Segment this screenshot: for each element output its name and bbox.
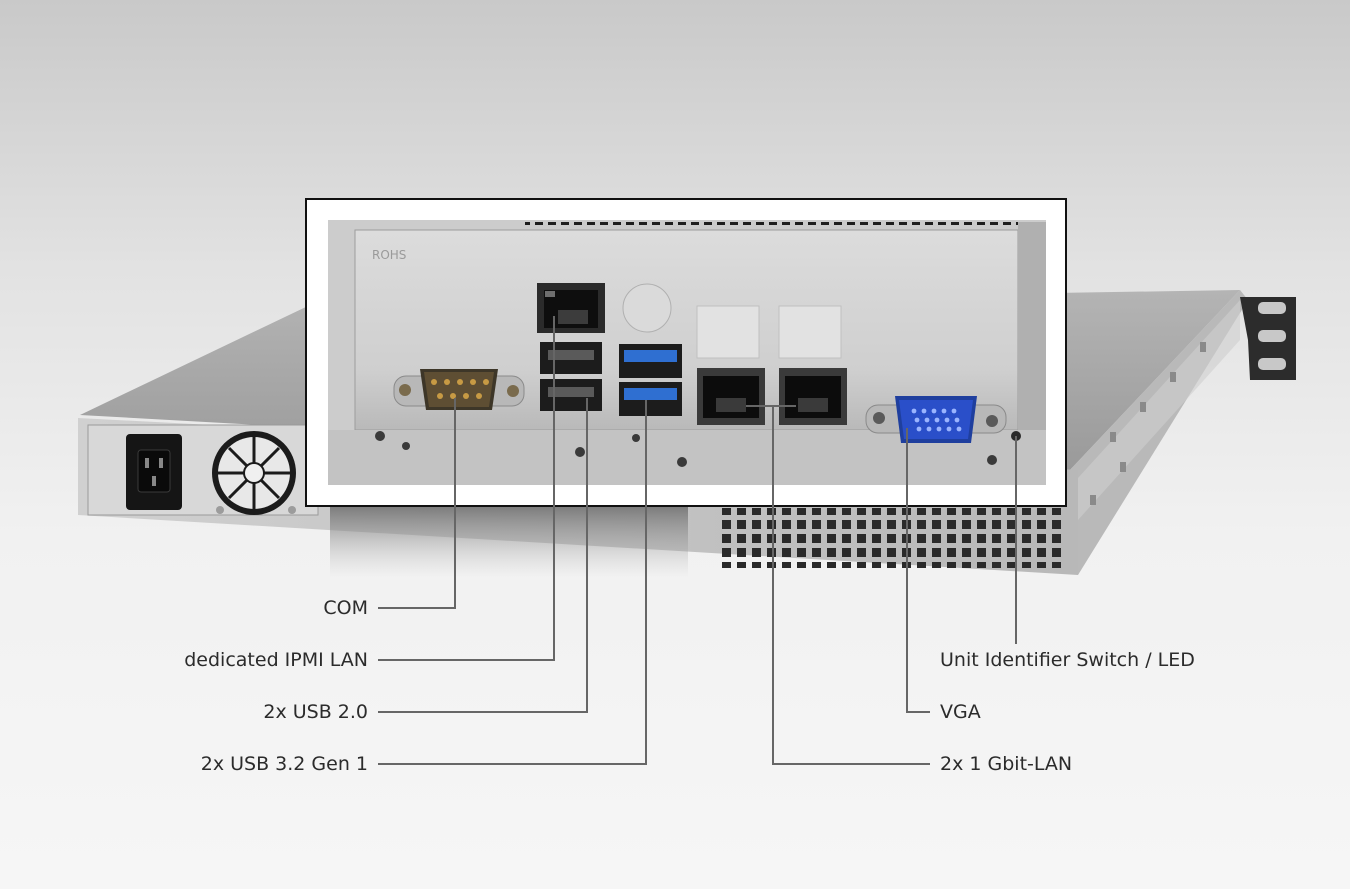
leader-line-lan xyxy=(772,406,930,765)
leader-line-com xyxy=(378,398,456,609)
ipmi-lan-port xyxy=(537,283,605,333)
label-gbit-lan: 2x 1 Gbit-LAN xyxy=(940,753,1073,775)
io-panel-inset: ROHS xyxy=(305,198,1067,507)
gbit-lan-ports xyxy=(697,368,847,425)
usb3-ports xyxy=(619,344,682,416)
leader-line-vga xyxy=(906,428,930,713)
label-uid: Unit Identifier Switch / LED xyxy=(940,649,1195,671)
label-vga: VGA xyxy=(940,701,981,723)
leader-line-usb3 xyxy=(378,400,647,765)
usb2-ports xyxy=(540,342,602,411)
label-usb2: 2x USB 2.0 xyxy=(263,701,368,723)
vga-port xyxy=(865,396,1007,443)
com-port xyxy=(393,369,525,410)
rohs-mark: ROHS xyxy=(372,248,406,262)
leader-line-ipmi xyxy=(378,316,555,661)
label-ipmi-lan: dedicated IPMI LAN xyxy=(184,649,368,671)
inset-shadow xyxy=(330,505,688,577)
leader-line-usb2 xyxy=(378,398,588,713)
label-com: COM xyxy=(323,597,368,619)
leader-lines xyxy=(378,316,1017,765)
label-usb3: 2x USB 3.2 Gen 1 xyxy=(200,753,368,775)
